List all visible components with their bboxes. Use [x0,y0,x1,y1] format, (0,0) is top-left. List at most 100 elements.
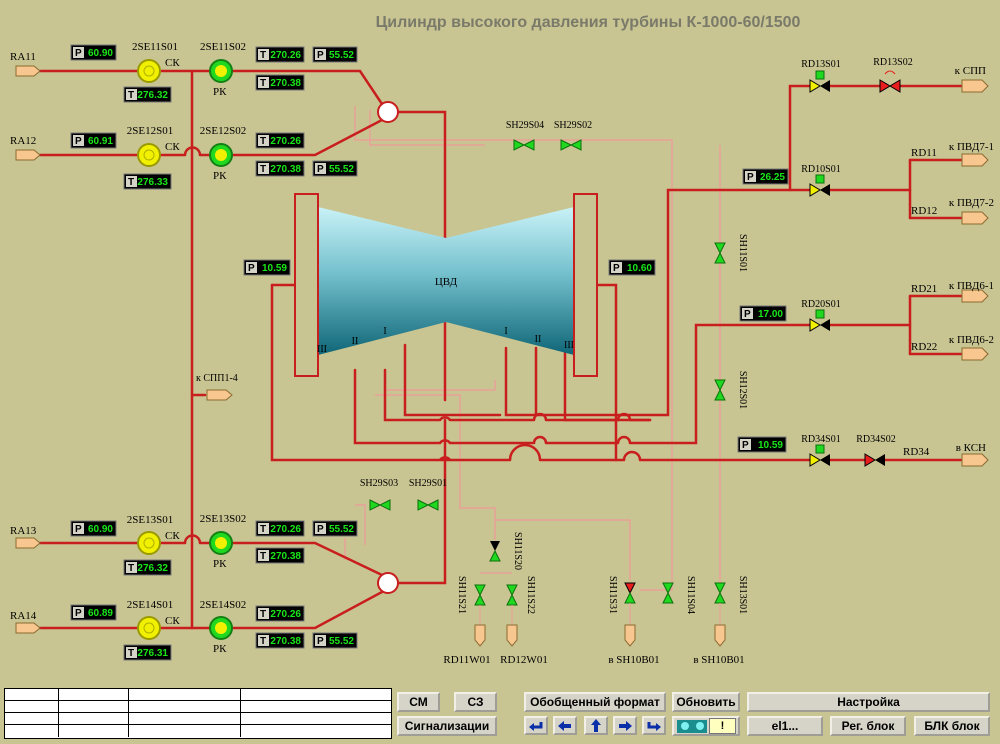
alarm-table[interactable] [4,688,392,739]
output-k-pvd6-1[interactable] [961,289,989,303]
blk-block-button[interactable]: БЛК блок [914,716,990,736]
valve-rd34s02[interactable] [864,453,885,467]
input-ra14[interactable]: RA14 [10,610,41,634]
refresh-button[interactable]: Обновить [672,692,740,712]
valve-se13s01[interactable] [137,531,161,555]
sm-button[interactable]: СМ [397,692,440,712]
stage-label-ii-right: II [535,334,542,345]
valve-se13s02[interactable] [209,531,233,555]
valve-rd13s01[interactable] [809,70,830,93]
alarm-row[interactable] [5,701,391,713]
valve-rd20s01[interactable] [809,309,830,332]
signals-button[interactable]: Сигнализации [397,716,497,736]
valve-se12s01[interactable] [137,143,161,167]
valve-rd10s01[interactable] [809,174,830,197]
input-ra12[interactable]: RA12 [10,135,41,161]
hp-cylinder[interactable]: ЦВД III II I I II III [294,193,598,377]
valve-se12s02[interactable] [209,143,233,167]
svg-text:P: P [747,172,754,183]
alarm-row[interactable] [5,689,391,701]
alarm-row[interactable] [5,713,391,725]
valve-sh29s01[interactable] [417,499,439,511]
alarm-acknowledge-button[interactable]: ! [709,718,736,734]
settings-button[interactable]: Настройка [747,692,990,712]
valve-se11s01[interactable] [137,59,161,83]
sz-button[interactable]: СЗ [454,692,497,712]
valve-se11s02[interactable] [209,59,233,83]
alarm-row[interactable] [5,725,391,737]
outlet-sh10b01-a[interactable] [624,603,636,647]
svg-text:55.52: 55.52 [329,164,354,175]
valve-rd13s02[interactable] [879,70,901,93]
outlet-rd11w01[interactable] [474,605,486,647]
output-label: к СПП1-4 [196,373,238,384]
valve-sh11s20[interactable] [489,541,501,562]
up-button[interactable] [584,716,608,735]
output-k-pvd7-2[interactable] [961,211,989,225]
svg-text:270.26: 270.26 [270,609,301,620]
reg-block-button[interactable]: Рег. блок [830,716,906,736]
valve-sh29s02[interactable] [560,139,582,151]
valve-type-label: РК [213,170,227,182]
output-k-pvd7-1[interactable] [961,153,989,167]
output-k-spp1-4[interactable] [206,389,233,401]
valve-sh11s22[interactable] [506,584,518,606]
valve-label: 2SE12S02 [200,125,246,137]
svg-text:P: P [248,263,255,274]
valve-se14s02[interactable] [209,616,233,640]
valve-se14s01[interactable] [137,616,161,640]
valve-sh11s01[interactable] [714,242,726,264]
valve-sh12s01[interactable] [714,379,726,401]
valve-sh29s03[interactable] [369,499,391,511]
output-k-spp[interactable] [961,79,989,93]
svg-text:P: P [317,636,324,647]
output-k-pvd6-2[interactable] [961,347,989,361]
output-v-ksn[interactable] [961,453,989,467]
prev-button[interactable] [553,716,577,735]
input-ra13[interactable]: RA13 [10,525,41,549]
next-button[interactable] [613,716,637,735]
forward-to-end-button[interactable] [642,716,666,735]
valve-sh11s31[interactable] [624,582,636,604]
valve-sh11s04[interactable] [662,582,674,604]
valve-rd34s01[interactable] [809,444,830,467]
svg-text:P: P [75,48,82,59]
valve-sh13s01[interactable] [714,582,726,604]
status-indicator-panel[interactable]: ! [672,716,740,736]
valve-sh29s04[interactable] [513,139,535,151]
input-ra11[interactable]: RA11 [10,51,41,77]
svg-text:10.59: 10.59 [758,440,783,451]
outlet-rd12w01[interactable] [506,605,518,647]
general-format-button[interactable]: Обобщенный формат [524,692,666,712]
outlet-sh10b01-b[interactable] [714,603,726,647]
back-to-start-button[interactable] [524,716,548,735]
valve-type-label: СК [165,530,180,542]
valve-sh11s21[interactable] [474,584,486,606]
el1-button[interactable]: el1... [747,716,823,736]
